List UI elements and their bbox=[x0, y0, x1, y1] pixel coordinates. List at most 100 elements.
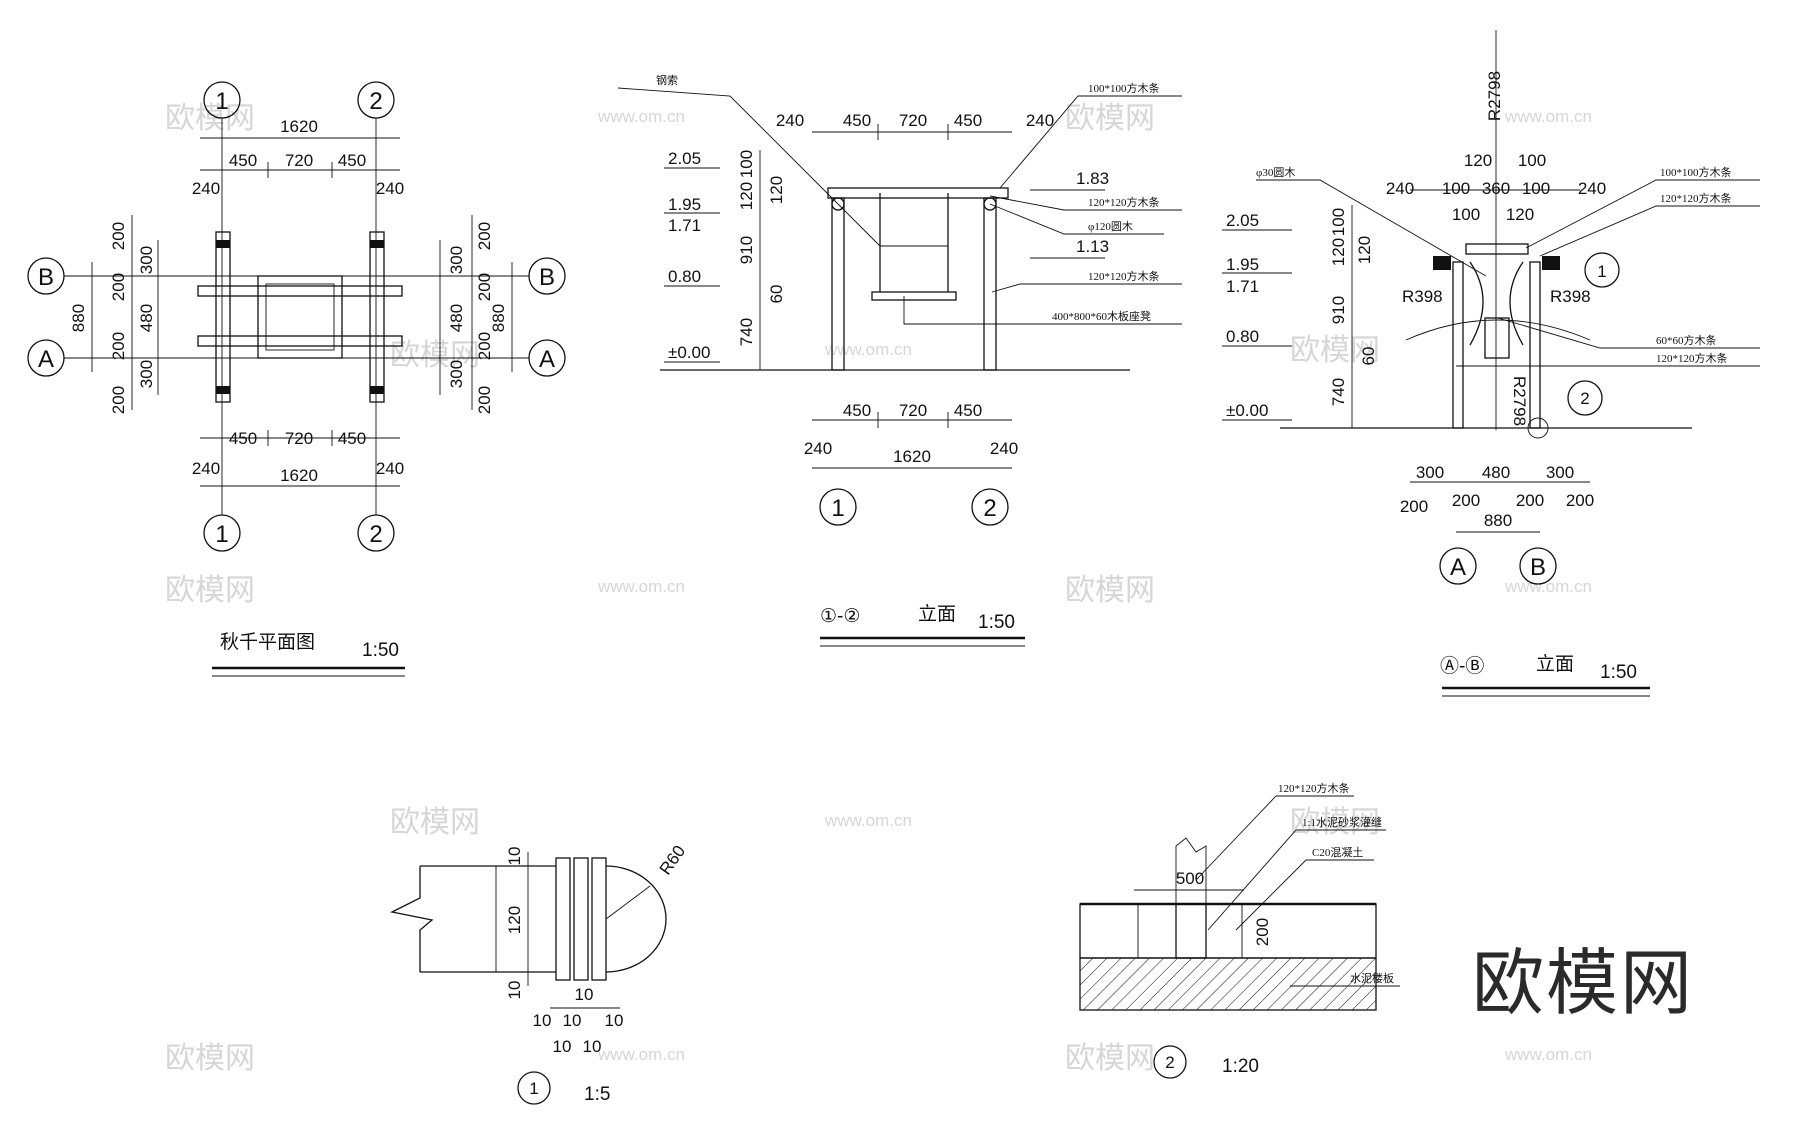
seat-plan bbox=[257, 275, 343, 359]
dim-240: 240 bbox=[1578, 179, 1606, 198]
dim-plan-200: 200 bbox=[109, 273, 128, 301]
dim-200: 200 bbox=[1400, 497, 1428, 516]
dim-plan-1620-top: 1620 bbox=[280, 117, 318, 136]
brand-logo: 欧模网 bbox=[1472, 944, 1694, 1024]
plan-scale: 1:50 bbox=[362, 640, 399, 661]
label-timber-120: 120*120方木条 bbox=[1278, 781, 1350, 795]
detail1-dim-10: 10 bbox=[605, 1011, 624, 1030]
detail1-dim-10: 10 bbox=[563, 1011, 582, 1030]
dim-plan-200: 200 bbox=[109, 332, 128, 360]
dim-300: 300 bbox=[1546, 463, 1574, 482]
level-0.80: 0.80 bbox=[668, 267, 701, 286]
top-beam bbox=[1465, 243, 1529, 255]
seat bbox=[871, 291, 957, 301]
dim-240: 240 bbox=[990, 439, 1018, 458]
level-1.71: 1.71 bbox=[1226, 277, 1259, 296]
label-timber-120: 120*120方木条 bbox=[1088, 195, 1160, 209]
dim-plan-300: 300 bbox=[137, 246, 156, 274]
elevation-1-2-title: 立面 bbox=[918, 603, 956, 625]
label-timber-120: 120*120方木条 bbox=[1656, 351, 1728, 365]
detail1-dim-10: 10 bbox=[533, 1011, 552, 1030]
dim-plan-300: 300 bbox=[137, 360, 156, 388]
dim-200: 200 bbox=[1516, 491, 1544, 510]
seat-side bbox=[1484, 317, 1510, 359]
vdim-100: 100 bbox=[1329, 208, 1348, 236]
axis-label-1: 1 bbox=[215, 521, 228, 548]
dim-200: 200 bbox=[1452, 491, 1480, 510]
watermark-logo: 欧模网 bbox=[1065, 102, 1155, 135]
axis-label-B: B bbox=[38, 264, 54, 291]
level-0.00: ±0.00 bbox=[1226, 401, 1268, 420]
dim-1620: 1620 bbox=[893, 447, 931, 466]
vdim-60: 60 bbox=[1359, 347, 1378, 366]
elevation-A-B-title: 立面 bbox=[1536, 653, 1574, 675]
watermark-url: www.om.cn bbox=[597, 107, 685, 126]
dim-100: 100 bbox=[1452, 205, 1480, 224]
dim-360: 360 bbox=[1482, 179, 1510, 198]
dim-720: 720 bbox=[899, 111, 927, 130]
detail1-dim-10: 10 bbox=[505, 981, 524, 1000]
axis-label-1: 1 bbox=[215, 88, 228, 115]
post-left bbox=[1452, 261, 1464, 429]
watermark-url: www.om.cn bbox=[597, 1045, 685, 1064]
crossbeam-top bbox=[197, 285, 403, 297]
vdim-120: 120 bbox=[1329, 238, 1348, 266]
detail1-dim-10: 10 bbox=[583, 1037, 602, 1056]
vdim-740: 740 bbox=[1329, 378, 1348, 406]
axis-label-A: A bbox=[539, 346, 555, 373]
axis-label-2: 2 bbox=[369, 521, 382, 548]
level-0.80: 0.80 bbox=[1226, 327, 1259, 346]
dim-plan-480: 480 bbox=[137, 304, 156, 332]
label-seat: 400*800*60木板座凳 bbox=[1052, 309, 1151, 323]
axis-bubble-A bbox=[1439, 547, 1477, 585]
dim-120: 120 bbox=[1464, 151, 1492, 170]
watermark-logo: 欧模网 bbox=[1290, 334, 1380, 367]
detail-2-number: 2 bbox=[1165, 1053, 1174, 1072]
axis-label-B: B bbox=[1530, 554, 1546, 581]
axis-bubble-1-bottom bbox=[203, 514, 241, 552]
top-beam bbox=[827, 187, 1009, 199]
post-right bbox=[983, 197, 997, 371]
label-timber-100: 100*100方木条 bbox=[1088, 81, 1160, 95]
axis-bubble-2 bbox=[971, 488, 1009, 526]
axis-label-2: 2 bbox=[983, 495, 996, 522]
dim-plan-240-right-bottom: 240 bbox=[376, 459, 404, 478]
post-right bbox=[1529, 261, 1541, 429]
vdim-120: 120 bbox=[737, 182, 756, 210]
dim-240: 240 bbox=[1386, 179, 1414, 198]
label-concrete: C20混凝土 bbox=[1312, 845, 1363, 859]
axis-bubble-1 bbox=[819, 488, 857, 526]
label-slab: 水泥楼板 bbox=[1350, 971, 1394, 985]
dim-480: 480 bbox=[1482, 463, 1510, 482]
detail-1: R60 120 10 10 10 10 10 10 10 10 1 1:5 bbox=[390, 842, 689, 1105]
dim-450: 450 bbox=[843, 111, 871, 130]
detail-1-scale: 1:5 bbox=[584, 1084, 610, 1105]
radius-r398-left: R398 bbox=[1402, 287, 1443, 306]
level-1.13: 1.13 bbox=[1076, 237, 1109, 256]
level-0.00: ±0.00 bbox=[668, 343, 710, 362]
label-steel-cable: 钢索 bbox=[656, 73, 678, 87]
label-round-30: φ30圆木 bbox=[1256, 166, 1295, 179]
plan-title: 秋千平面图 bbox=[220, 631, 315, 653]
dim-plan-240-right: 240 bbox=[376, 179, 404, 198]
axis-label-A: A bbox=[1450, 554, 1466, 581]
dim-plan-300: 300 bbox=[447, 246, 466, 274]
watermark-logo: 欧模网 bbox=[1065, 574, 1155, 607]
vdim-120: 120 bbox=[1355, 236, 1374, 264]
axis-label-1: 1 bbox=[831, 495, 844, 522]
label-timber-100: 100*100方木条 bbox=[1660, 165, 1732, 179]
detail-callout-2-number: 2 bbox=[1580, 389, 1589, 408]
dim-880: 880 bbox=[1484, 511, 1512, 530]
axis-label-2: 2 bbox=[369, 88, 382, 115]
level-2.05: 2.05 bbox=[1226, 211, 1259, 230]
axis-bubble-B bbox=[1519, 547, 1557, 585]
dim-200: 200 bbox=[1566, 491, 1594, 510]
watermark-url: www.om.cn bbox=[1504, 577, 1592, 596]
watermark-logo: 欧模网 bbox=[165, 574, 255, 607]
dim-450: 450 bbox=[954, 111, 982, 130]
elevation-1-2-scale: 1:50 bbox=[978, 612, 1015, 633]
post-right bbox=[369, 231, 385, 403]
watermark-logo: 欧模网 bbox=[165, 102, 255, 135]
dim-100: 100 bbox=[1518, 151, 1546, 170]
watermarks: 欧模网 www.om.cn 欧模网 www.om.cn 欧模网 www.om.c… bbox=[165, 102, 1592, 1075]
